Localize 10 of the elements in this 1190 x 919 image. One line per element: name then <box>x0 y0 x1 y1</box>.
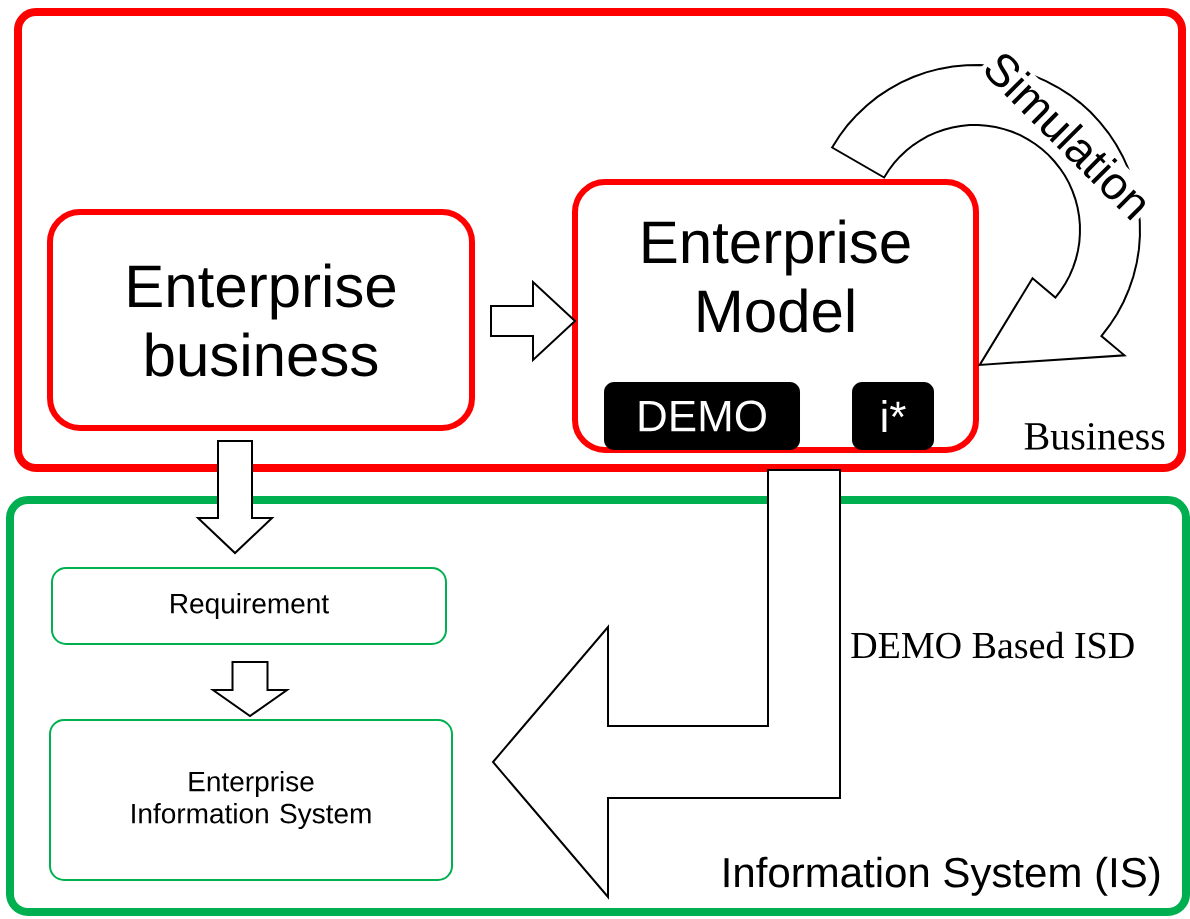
process-box: Requirement <box>51 567 447 645</box>
block-arrow <box>195 440 275 555</box>
method-badge: i* <box>852 382 934 450</box>
method-badge: DEMO <box>604 382 800 450</box>
edge-label: DEMO Based ISD <box>848 629 1138 661</box>
block-arrow <box>491 469 841 900</box>
process-box: Enterprise Information System <box>49 719 453 881</box>
block-arrow <box>209 661 291 718</box>
block-arrow <box>490 279 577 363</box>
process-box: Enterprise business <box>47 209 475 431</box>
